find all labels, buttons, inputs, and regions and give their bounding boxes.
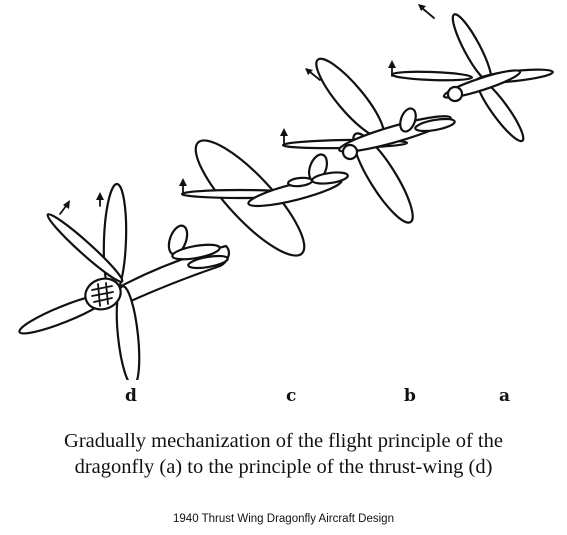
stage-d-cockpit xyxy=(84,277,122,311)
image-footer-title: 1940 Thrust Wing Dragonfly Aircraft Desi… xyxy=(173,513,394,525)
label-b: b xyxy=(404,386,416,406)
stage-a-body xyxy=(442,69,522,103)
thrust-arrow-icon xyxy=(96,192,104,207)
stage-a-dragonfly xyxy=(388,4,554,143)
dragonfly-thrust-wing-illustration xyxy=(18,4,554,380)
stage-c-fuselage xyxy=(247,153,349,208)
stage-a-wing xyxy=(390,70,474,82)
stage-c-aircraft xyxy=(179,139,349,257)
stage-d-rotor-blade xyxy=(115,285,141,380)
stage-d-rotor-blade xyxy=(46,213,124,283)
thrust-arrow-icon xyxy=(305,68,321,81)
stage-d-fuselage xyxy=(108,224,230,308)
label-a: a xyxy=(499,386,511,406)
thrust-arrow-icon xyxy=(280,128,288,145)
thrust-arrow-icon xyxy=(388,60,396,77)
stage-d-thrust-wing-aircraft xyxy=(18,182,230,380)
stage-b-fuselage xyxy=(338,107,456,161)
stage-b-dragonfly-aircraft xyxy=(280,57,456,224)
figure-caption: Gradually mechanization of the flight pr… xyxy=(20,428,547,480)
label-c: c xyxy=(286,386,297,406)
thrust-arrow-icon xyxy=(418,4,435,19)
thrust-arrow-icon xyxy=(59,200,70,215)
label-d: d xyxy=(125,386,137,406)
caption-line-1: Gradually mechanization of the flight pr… xyxy=(64,430,503,452)
thrust-arrow-icon xyxy=(179,178,187,195)
stage-b-wing xyxy=(352,132,414,224)
caption-line-2: dragonfly (a) to the principle of the th… xyxy=(74,456,493,478)
